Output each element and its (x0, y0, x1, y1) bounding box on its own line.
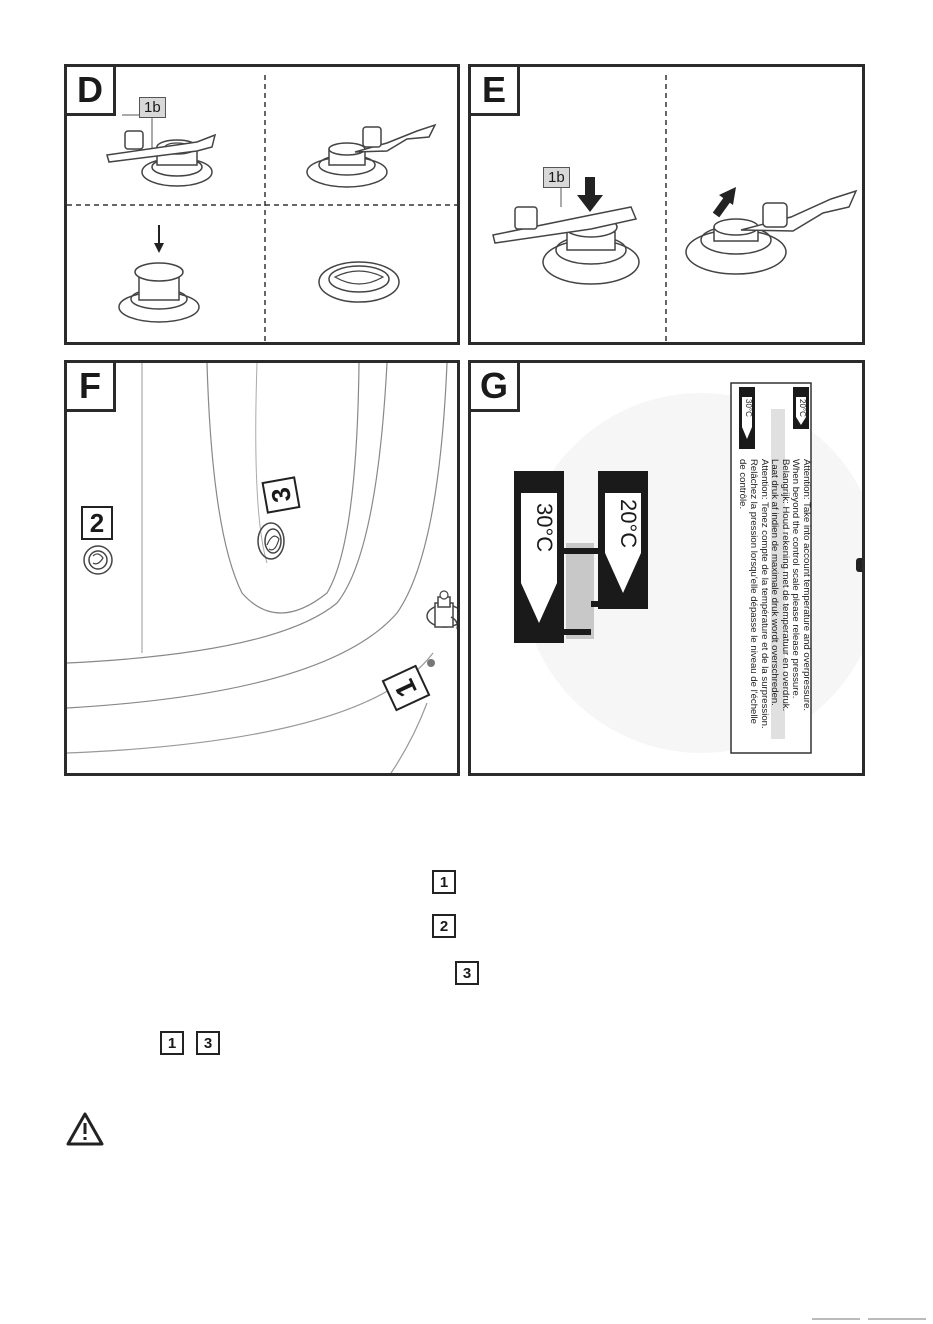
panel-f-label-3: 3 (261, 476, 301, 514)
gauge-small-right: 20°C (798, 399, 807, 417)
warning-line-en-1: Attention: Take into account temperature… (801, 459, 812, 712)
panel-f: F 2 3 1 (64, 360, 460, 776)
warning-line-fr-1: Attention: Tenez compte de la températur… (758, 459, 770, 729)
warning-line-nl-1: Belangrijk: Houd rekening met de tempera… (779, 459, 791, 712)
panel-e: E 1b (468, 64, 865, 345)
panel-d-callout-1b: 1b (139, 97, 166, 118)
panel-d-letter: D (67, 67, 116, 116)
warning-line-fr-3: de contrôle. (737, 459, 749, 510)
panel-g: G 30°C 20°C 30°C 20°C Attention: Take in… (468, 360, 865, 776)
panel-g-letter: G (471, 363, 520, 412)
warning-line-nl-2: Laat druk af indien de maximale druk wor… (769, 459, 781, 706)
panel-f-illustration (67, 363, 457, 773)
legend-box-3b: 3 (196, 1031, 220, 1055)
panel-d-illustration (67, 75, 457, 342)
panel-g-illustration (514, 382, 862, 754)
panel-f-label-2: 2 (81, 506, 113, 540)
panel-f-letter: F (67, 363, 116, 412)
legend-box-1b: 1 (160, 1031, 184, 1055)
gauge-big-left: 30°C (532, 503, 557, 553)
gauge-warning-text: Attention: Take into account temperature… (737, 459, 812, 749)
page-bottom-mark-2 (868, 1318, 926, 1320)
gauge-small-left: 30°C (744, 399, 753, 417)
panel-e-callout-1b: 1b (543, 167, 570, 188)
warning-triangle-icon (66, 1112, 104, 1146)
legend-box-3: 3 (455, 961, 479, 985)
warning-line-en-2: When beyond the control scale please rel… (790, 459, 802, 699)
gauge-big-right: 20°C (616, 499, 641, 549)
panel-e-letter: E (471, 67, 520, 116)
warning-line-fr-2: Relâchez la pression lorsqu'elle dépasse… (748, 459, 760, 724)
panel-e-illustration (492, 75, 858, 342)
legend-box-1: 1 (432, 870, 456, 894)
page-bottom-mark-1 (812, 1318, 860, 1320)
panel-d: D 1b (64, 64, 460, 345)
legend-box-2: 2 (432, 914, 456, 938)
